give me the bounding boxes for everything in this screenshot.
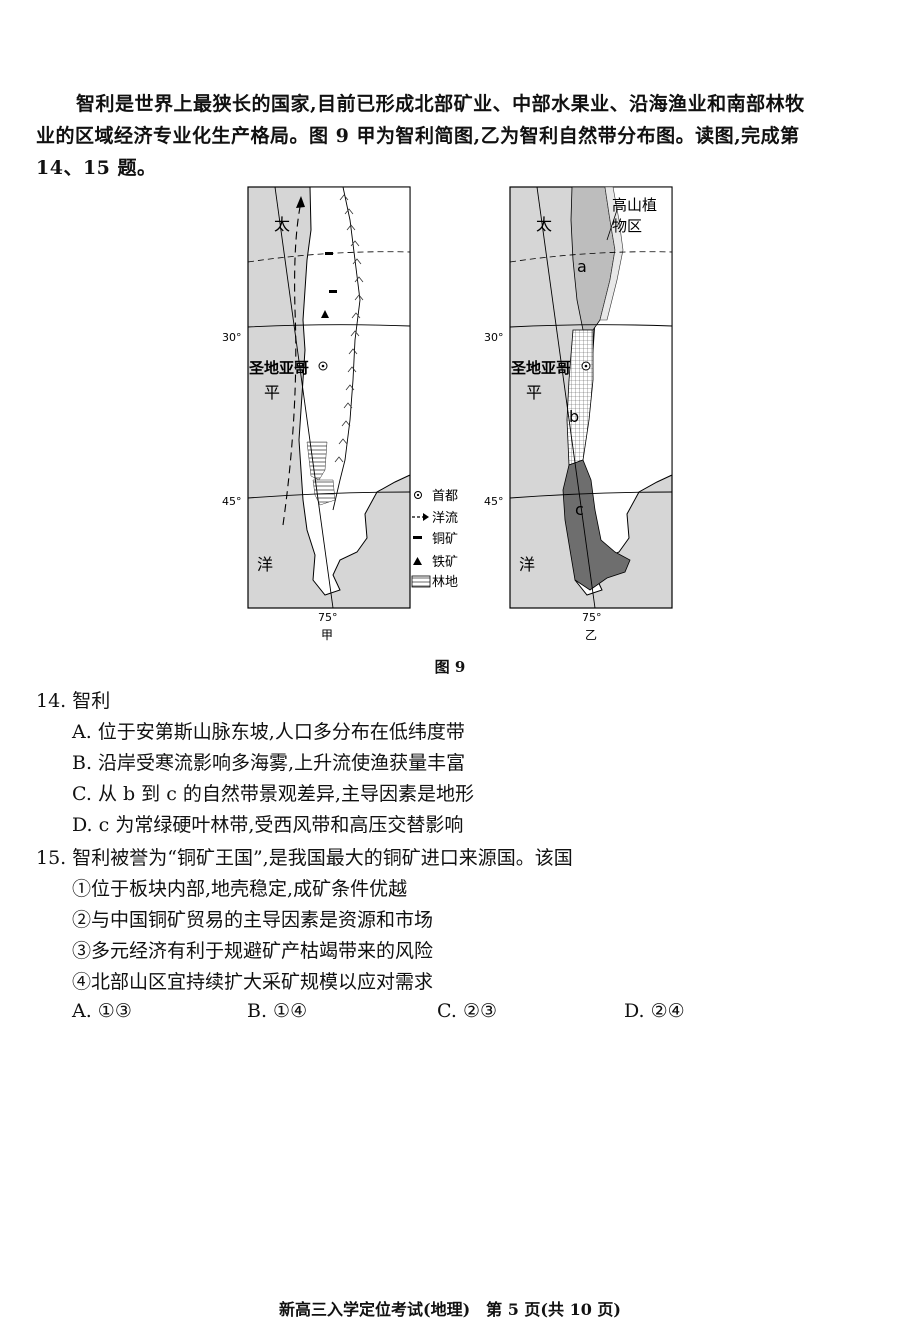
q14-option-d: D. c 为常绿硬叶林带,受西风带和高压交替影响 [72, 814, 464, 836]
map-right-zone-b-label: b [569, 407, 579, 426]
intro-paragraph: 智利是世界上最狭长的国家,目前已形成北部矿业、中部水果业、沿海渔业和南部林牧 业… [36, 88, 866, 184]
map-right-alpine-label-2: 物区 [612, 217, 642, 235]
map-right-ocean-char-2: 平 [526, 383, 542, 402]
map-left-current-arrow [296, 196, 305, 208]
map-left-forest-south [312, 479, 336, 506]
q15-statement-4: ④北部山区宜持续扩大采矿规模以应对需求 [72, 971, 434, 993]
q15-option-d: D. ②④ [624, 1000, 685, 1022]
q14-stem: 14. 智利 [36, 690, 111, 712]
map-right-tropic [509, 251, 673, 263]
q14-option-b: B. 沿岸受寒流影响多海雾,上升流使渔获量丰富 [72, 752, 466, 774]
page-footer: 新高三入学定位考试(地理) 第 5 页(共 10 页) [279, 1300, 621, 1319]
map-left-current [282, 201, 302, 526]
map-left-lon75-label: 75° [318, 611, 338, 624]
map-right-alpine-label-1: 高山植 [612, 196, 657, 214]
intro-line-3: 14、15 题。 [36, 157, 157, 179]
map-left-ocean-char-3: 洋 [257, 555, 273, 574]
q15-option-a: A. ①③ [72, 1000, 132, 1022]
q14-option-c: C. 从 b 到 c 的自然带景观差异,主导因素是地形 [72, 783, 474, 805]
q15-option-b: B. ①④ [247, 1000, 308, 1022]
map-right-zone-c-label: c [575, 500, 584, 519]
map-left: 太 平 洋 圣地亚哥 30° 45° 75° 甲 [222, 186, 411, 642]
figure-9-maps: 太 平 洋 圣地亚哥 30° 45° 75° 甲 首都 洋流 铜矿 铁矿 林地 [215, 180, 685, 660]
legend-forest-label: 林地 [432, 575, 458, 590]
map-right-ocean-char-1: 太 [536, 215, 552, 234]
legend-copper-icon [413, 536, 422, 539]
intro-line-1: 智利是世界上最狭长的国家,目前已形成北部矿业、中部水果业、沿海渔业和南部林牧 [76, 93, 805, 115]
legend-iron-label: 铁矿 [432, 555, 458, 570]
legend-forest-icon [411, 575, 431, 588]
legend-copper-label: 铜矿 [432, 532, 458, 547]
map-right-capital-label: 圣地亚哥 [510, 359, 571, 377]
q15-stem: 15. 智利被誉为“铜矿王国”,是我国最大的铜矿进口来源国。该国 [36, 847, 573, 869]
map-left-forest [306, 441, 328, 481]
legend-current-label: 洋流 [432, 511, 458, 526]
q15-answer-options: A. ①③ B. ①④ C. ②③ D. ②④ [72, 1000, 792, 1031]
q15-statement-3: ③多元经济有利于规避矿产枯竭带来的风险 [72, 940, 434, 962]
map-left-copper-2 [329, 290, 337, 293]
map-right-lon75 [536, 186, 596, 609]
map-left-copper-1 [325, 252, 333, 255]
map-left-andes-border [332, 186, 361, 511]
q14-option-a: A. 位于安第斯山脉东坡,人口多分布在低纬度带 [72, 721, 465, 743]
map-right-alpine-pointer [606, 209, 618, 241]
map-right-lon75-label: 75° [582, 611, 602, 624]
map-left-sublabel: 甲 [321, 628, 333, 642]
q15-statement-1: ①位于板块内部,地壳稳定,成矿条件优越 [72, 878, 408, 900]
map-right-zone-c [562, 459, 631, 591]
q15-statement-2: ②与中国铜矿贸易的主导因素是资源和市场 [72, 909, 434, 931]
maps-svg: 太 平 洋 圣地亚哥 30° 45° 75° 甲 首都 洋流 铜矿 铁矿 林地 [222, 186, 673, 642]
map-right: 太 平 洋 圣地亚哥 高山植 物区 a b c 30° 45° 75° 乙 [484, 186, 673, 642]
map-right-lat45-label: 45° [484, 495, 504, 508]
figure-caption: 图 9 [434, 658, 466, 676]
intro-line-2: 业的区域经济专业化生产格局。图 9 甲为智利简图,乙为智利自然带分布图。读图,完… [36, 125, 800, 147]
map-right-alpine-strip [599, 186, 624, 321]
map-left-ocean-char-1: 太 [274, 215, 290, 234]
map-right-zone-a-label: a [577, 257, 587, 276]
map-right-lat30 [509, 324, 673, 328]
map-left-capital-label: 圣地亚哥 [248, 359, 309, 377]
legend-capital-label: 首都 [432, 489, 458, 504]
map-left-lat30 [247, 324, 411, 328]
map-left-lat30-label: 30° [222, 331, 242, 344]
map-left-lat45-label: 45° [222, 495, 242, 508]
map-right-sublabel: 乙 [585, 628, 597, 642]
map-right-lat45 [509, 491, 673, 499]
map-left-lon75 [274, 186, 334, 609]
map-left-lat45 [247, 491, 411, 499]
map-right-ocean-char-3: 洋 [519, 555, 535, 574]
legend-iron-icon [413, 557, 422, 565]
map-right-lat30-label: 30° [484, 331, 504, 344]
map-left-iron [321, 310, 329, 318]
legend: 首都 洋流 铜矿 铁矿 林地 [411, 489, 458, 590]
map-left-ocean-char-2: 平 [264, 383, 280, 402]
map-left-mountains [334, 194, 364, 463]
q15-option-c: C. ②③ [437, 1000, 498, 1022]
